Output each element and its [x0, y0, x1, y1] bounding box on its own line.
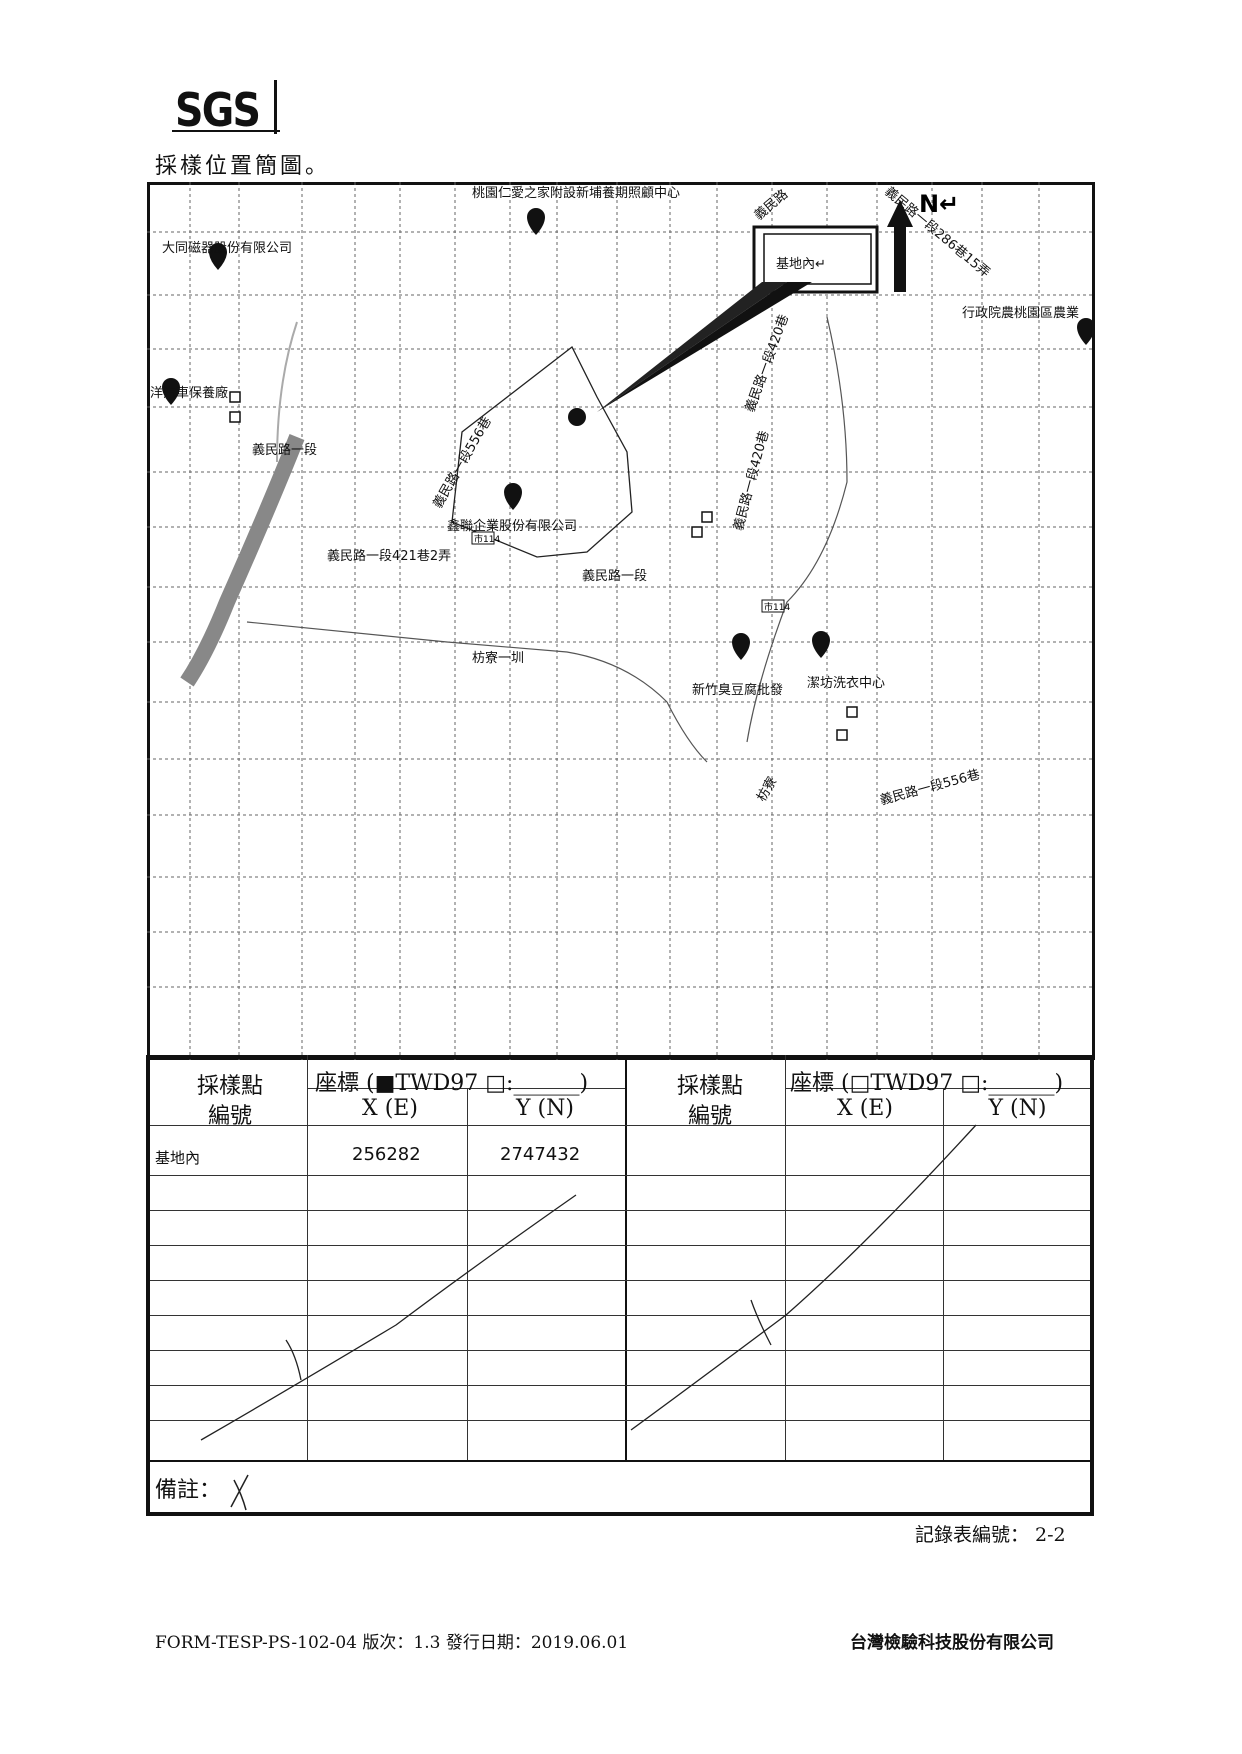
sample-number-header: 編號: [207, 1104, 252, 1129]
bus-stop-icon: [229, 391, 858, 741]
strikethrough-mark: [200, 1124, 977, 1511]
table-rule: [150, 1460, 1090, 1462]
table-rule: [307, 1088, 625, 1089]
sgs-logo: SGS: [175, 83, 261, 137]
x-header: X (E): [837, 1096, 893, 1121]
road-label: 義民路一段: [252, 442, 317, 458]
company-name: 台灣檢驗科技股份有限公司: [850, 1633, 1054, 1653]
table-divider: [785, 1055, 786, 1460]
table-rule: [150, 1175, 1090, 1176]
x-header: X (E): [362, 1096, 418, 1121]
table-rule: [150, 1350, 1090, 1351]
poi-label: 潔坊洗衣中心: [807, 675, 885, 691]
sample-point-marker: [568, 408, 586, 426]
sample-point-header: 採樣點: [676, 1074, 743, 1099]
callout-label: 基地內↵: [776, 257, 826, 272]
map-pin-icon: [162, 208, 1095, 660]
sample-x: 256282: [352, 1144, 421, 1165]
table-rule: [785, 1088, 1090, 1089]
road-label: 枋寮一圳: [472, 650, 524, 666]
sample-point-header: 採樣點: [196, 1074, 263, 1099]
table-divider: [307, 1055, 308, 1460]
north-arrow: [887, 200, 913, 292]
table-rule: [150, 1420, 1090, 1421]
north-label: N↵: [919, 190, 959, 218]
sample-y: 2747432: [500, 1144, 581, 1165]
logo-underline: [172, 130, 280, 132]
main-road: [180, 434, 305, 687]
location-map: 基地內↵ N↵ 桃園仁愛之家附設新埔養期照顧中心 大同磁器股份有限公司 行政院農…: [147, 182, 1095, 1060]
route-badge-label: 市114: [474, 533, 500, 545]
canal-line: [246, 621, 708, 763]
coord-system-header: 座標 (■TWD97 □:______): [315, 1071, 589, 1096]
poi-label: 洋汽車保養廠: [150, 385, 228, 401]
y-header: Y (N): [988, 1096, 1047, 1121]
callout-box: [597, 225, 879, 412]
table-divider: [625, 1055, 627, 1460]
side-road: [746, 316, 848, 743]
form-info: FORM-TESP-PS-102-04 版次：1.3 發行日期：2019.06.…: [155, 1633, 629, 1653]
table-rule: [150, 1280, 1090, 1281]
map-grid: [147, 182, 1095, 1060]
poi-label: 新竹臭豆腐批發: [692, 682, 783, 698]
table-divider: [943, 1088, 944, 1460]
coord-system-header: 座標 (□TWD97 □:______): [790, 1071, 1064, 1096]
table-rule: [150, 1245, 1090, 1246]
route-badge: [471, 531, 785, 613]
secondary-road: [276, 321, 298, 463]
record-number: 記錄表編號： 2-2: [915, 1524, 1066, 1546]
sample-id: 基地內: [155, 1149, 201, 1167]
table-rule: [150, 1315, 1090, 1316]
road-label: 義民路一段: [582, 568, 647, 584]
poi-label: 桃園仁愛之家附設新埔養期照顧中心: [472, 185, 680, 201]
poi-label: 鑫聯企業股份有限公司: [447, 518, 577, 534]
sample-site-boundary: [451, 346, 633, 558]
page-title: 採樣位置簡圖。: [155, 154, 331, 179]
coordinate-table: [146, 1055, 1094, 1516]
sample-number-header: 編號: [687, 1104, 732, 1129]
table-rule: [150, 1125, 1090, 1126]
route-badge-label: 市114: [764, 601, 790, 613]
poi-label: 行政院農桃園區農業: [962, 305, 1079, 321]
road-label: 義民路一段421巷2弄: [327, 548, 451, 564]
table-divider: [467, 1088, 468, 1460]
table-rule: [150, 1385, 1090, 1386]
table-rule: [150, 1210, 1090, 1211]
y-header: Y (N): [516, 1096, 574, 1121]
poi-label: 大同磁器股份有限公司: [162, 241, 292, 256]
logo-bar: [274, 80, 277, 134]
remarks-label: 備註：: [155, 1478, 222, 1503]
